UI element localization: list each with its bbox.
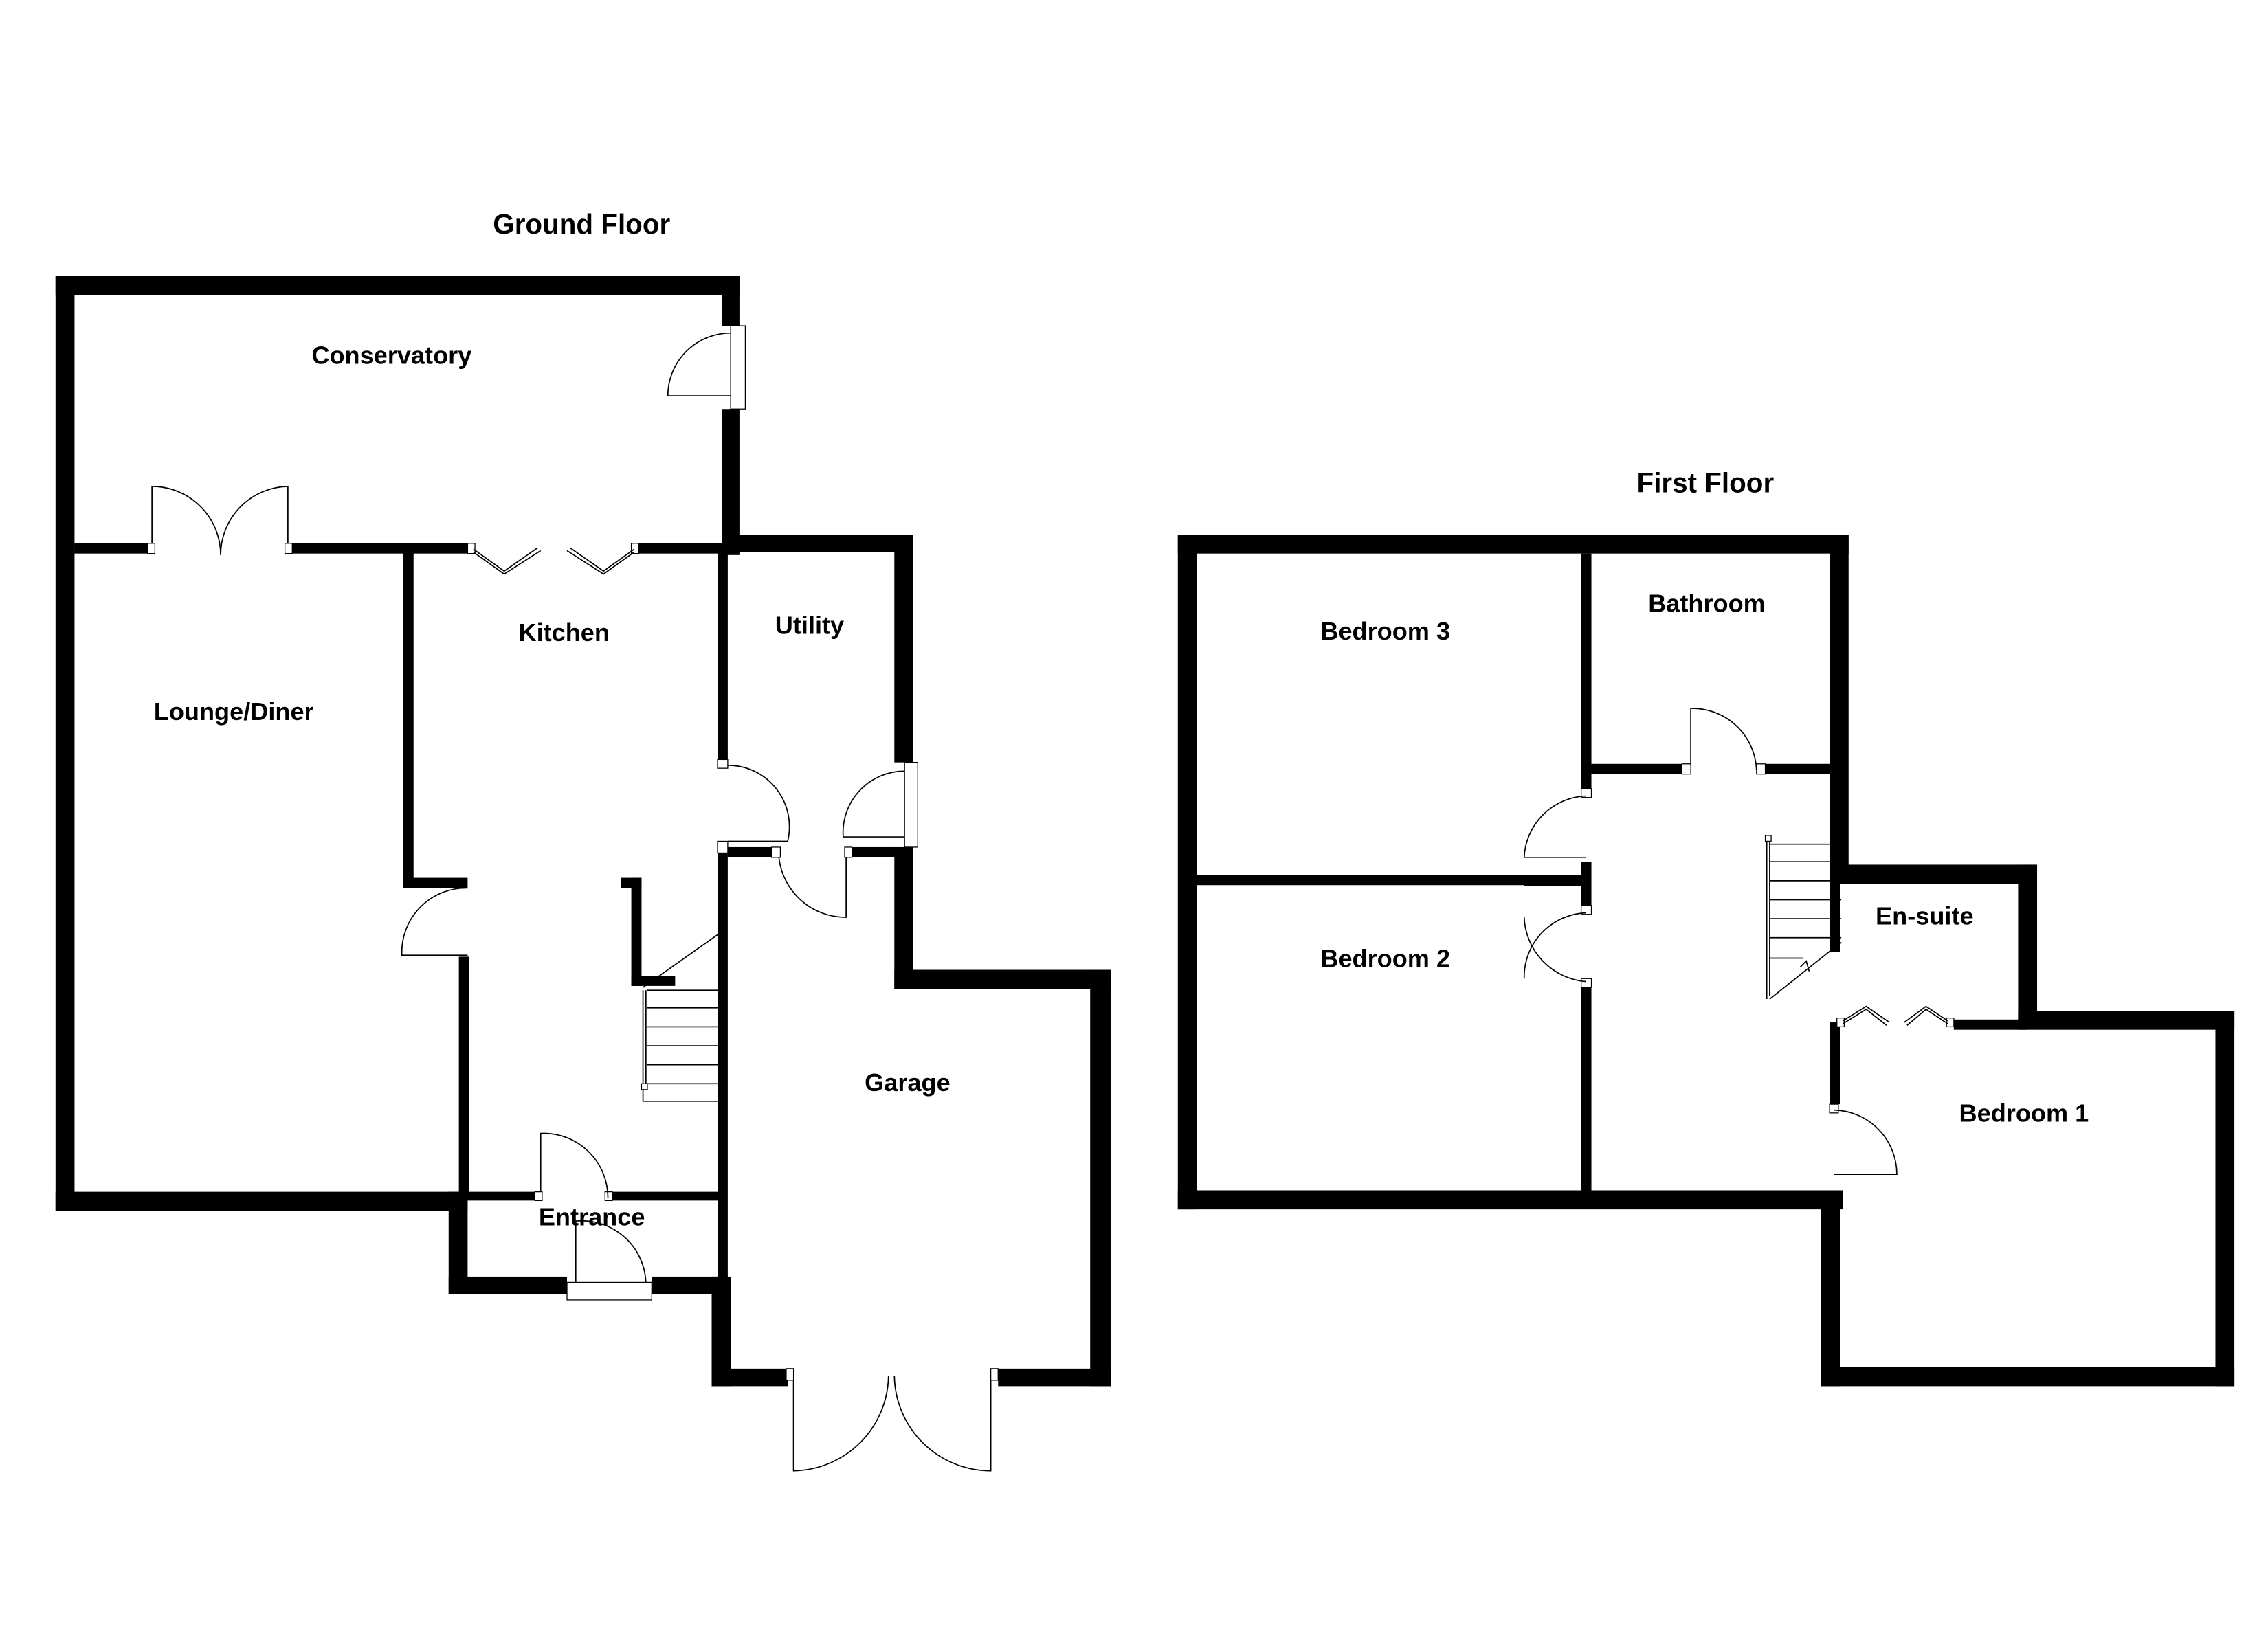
room-label-bedroom-1: Bedroom 1 <box>1959 1099 2089 1128</box>
room-label-lounge-diner: Lounge/Diner <box>154 697 314 726</box>
first-floor-walls <box>1177 535 2235 1387</box>
ground-floor: Ground Floor <box>55 208 1111 1472</box>
room-label-kitchen: Kitchen <box>518 618 610 647</box>
room-label-bathroom: Bathroom <box>1648 590 1766 618</box>
room-label-entrance: Entrance <box>539 1203 645 1231</box>
first-floor-doors <box>1523 708 1955 1175</box>
ground-floor-doors <box>147 325 999 1472</box>
first-floor: First Floor <box>1177 467 2235 1387</box>
ground-floor-stairs <box>641 934 718 1102</box>
ground-floor-walls <box>55 276 1111 1387</box>
first-floor-title: First Floor <box>1637 467 1775 498</box>
room-label-utility: Utility <box>775 612 844 640</box>
first-floor-stairs <box>1764 835 1842 1000</box>
room-label-bedroom-3: Bedroom 3 <box>1320 617 1450 645</box>
room-label-garage: Garage <box>865 1068 950 1097</box>
room-label-en-suite: En-suite <box>1876 902 1974 930</box>
room-label-bedroom-2: Bedroom 2 <box>1320 944 1450 972</box>
room-label-conservatory: Conservatory <box>311 341 471 369</box>
ground-floor-title: Ground Floor <box>493 208 670 240</box>
